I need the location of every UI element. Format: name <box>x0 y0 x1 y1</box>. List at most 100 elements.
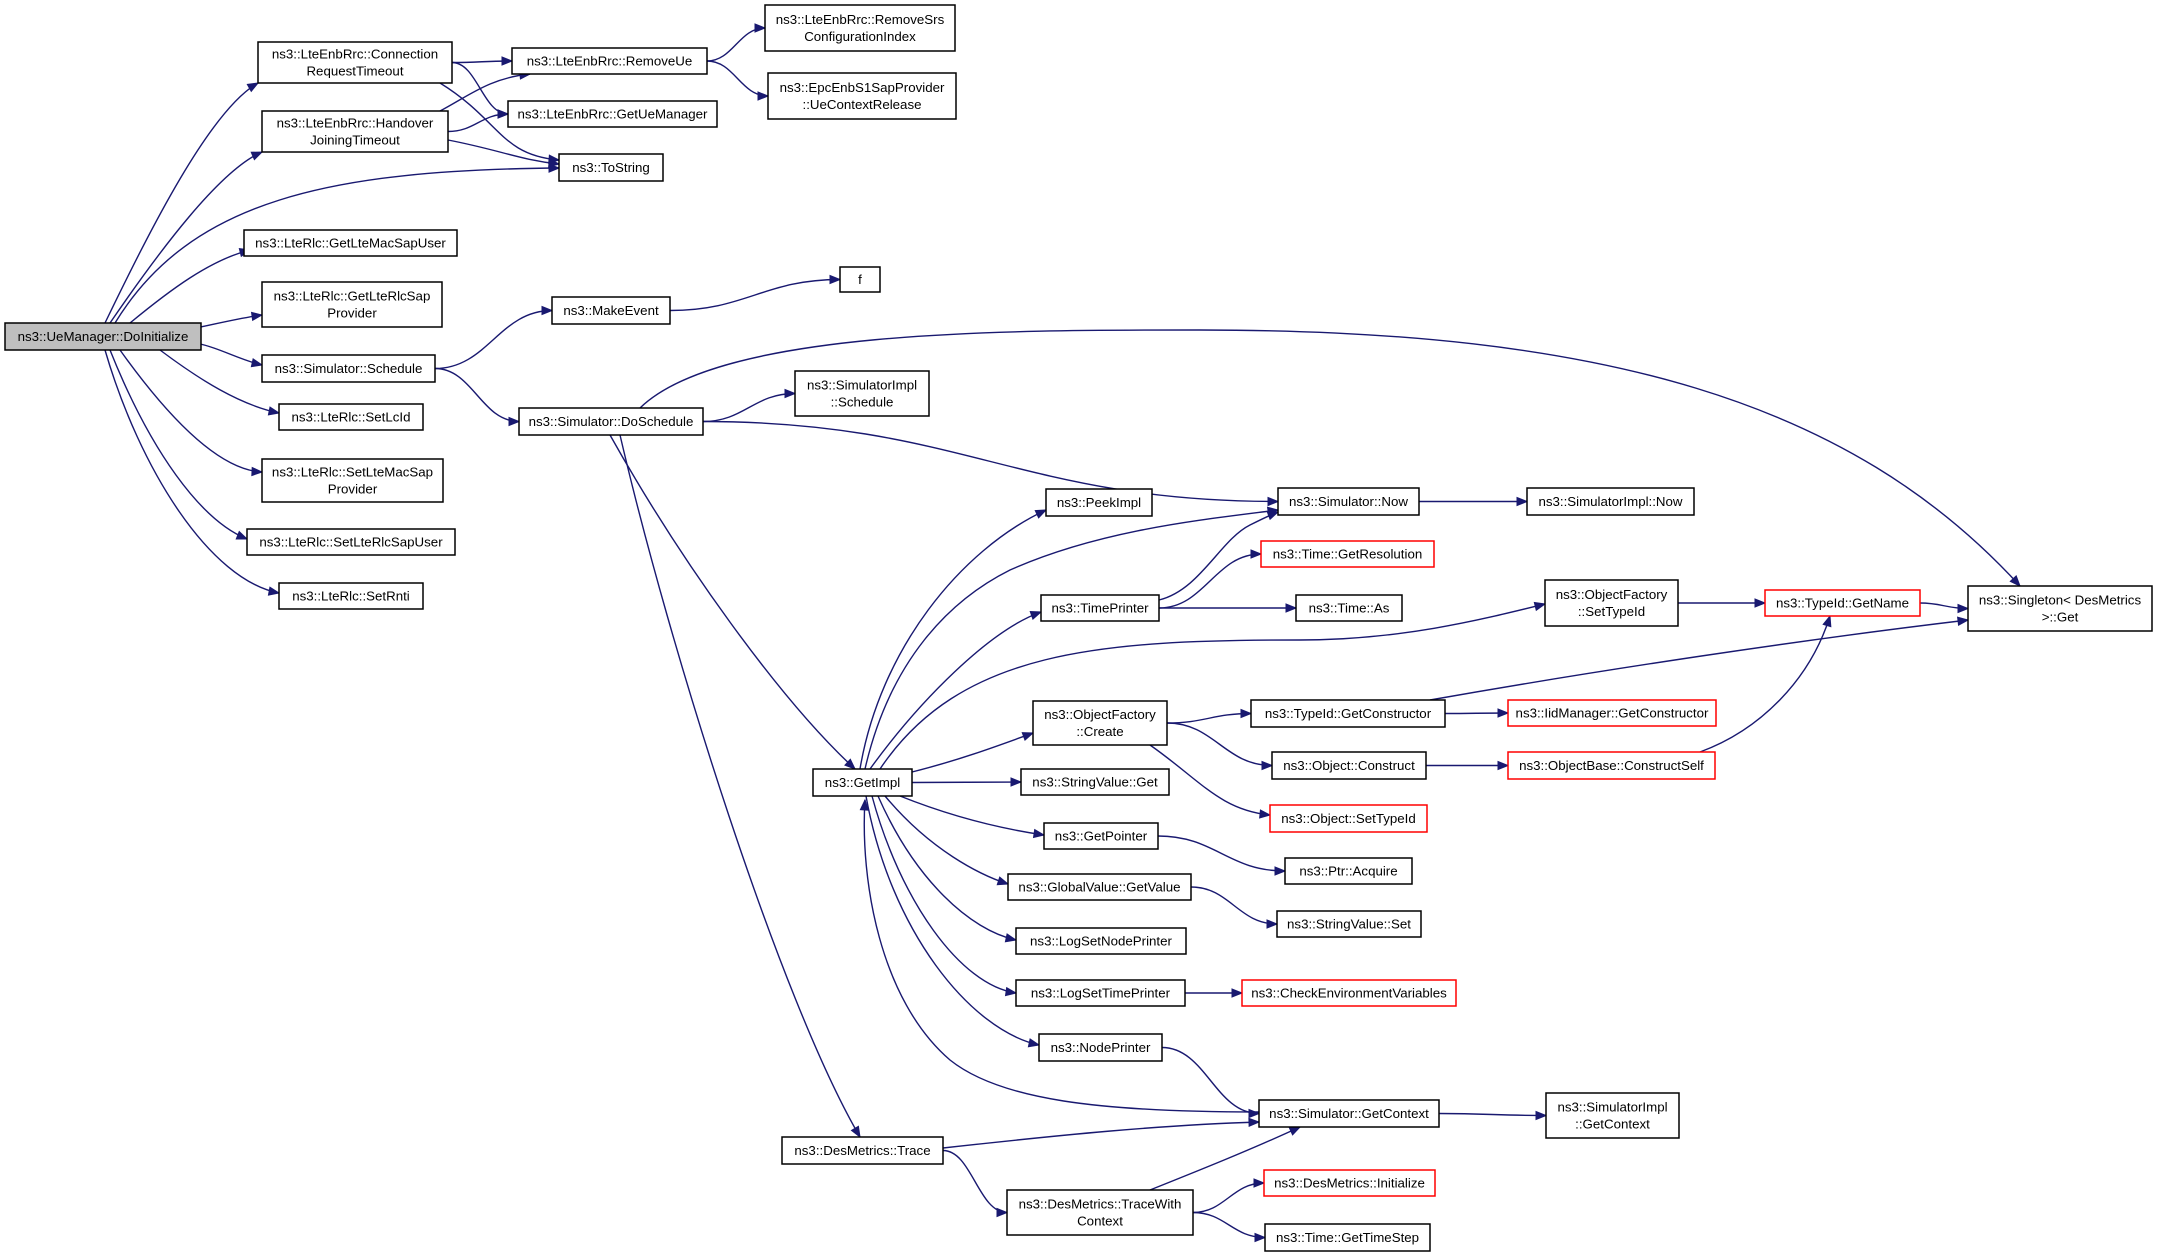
node-label: Provider <box>328 482 378 497</box>
node-box <box>1040 594 1160 622</box>
arrowhead-getimpl-to-logtimeprinter <box>1004 986 1018 997</box>
edge-doschedule-to-getimpl <box>609 434 856 770</box>
node-label: Context <box>1077 1214 1123 1229</box>
node-singleton[interactable]: ns3::Singleton< DesMetrics>::Get <box>1967 585 2153 632</box>
node-f[interactable]: f <box>839 266 881 293</box>
node-box <box>1043 822 1159 850</box>
node-objsettypeid[interactable]: ns3::Object::SetTypeId <box>1269 804 1428 833</box>
edge-getimpl-to-strvalget <box>911 781 1022 784</box>
arrowhead-doschedule-to-implschedule <box>784 388 797 399</box>
node-tostring[interactable]: ns3::ToString <box>558 153 664 182</box>
arrowhead-dmtracectx-to-getcontext <box>1288 1126 1302 1136</box>
node-lognodeprinter[interactable]: ns3::LogSetNodePrinter <box>1015 927 1187 955</box>
node-ofcreate[interactable]: ns3::ObjectFactory::Create <box>1032 700 1168 746</box>
node-peekimpl[interactable]: ns3::PeekImpl <box>1045 488 1153 517</box>
node-doschedule[interactable]: ns3::Simulator::DoSchedule <box>518 407 704 436</box>
node-nodeprinter[interactable]: ns3::NodePrinter <box>1038 1033 1163 1062</box>
node-getpointer[interactable]: ns3::GetPointer <box>1043 822 1159 850</box>
edge-doinit-to-setmacsap <box>119 349 263 473</box>
node-label: ns3::DesMetrics::Trace <box>794 1143 930 1158</box>
edge-getimpl-to-timeprinter <box>869 611 1042 770</box>
node-label: ns3::LteEnbRrc::RemoveUe <box>527 54 693 69</box>
node-label: ns3::ObjectFactory <box>1556 587 1668 602</box>
node-gvgetvalue[interactable]: ns3::GlobalValue::GetValue <box>1007 873 1192 901</box>
edge-getcontext-to-implgetcontext <box>1438 1112 1547 1117</box>
node-schedule[interactable]: ns3::Simulator::Schedule <box>261 354 436 383</box>
node-uectxrel[interactable]: ns3::EpcEnbS1SapProvider::UeContextRelea… <box>767 72 957 120</box>
node-label: ns3::Simulator::Now <box>1289 494 1408 509</box>
node-label: ns3::LteRlc::GetLteRlcSap <box>274 289 431 304</box>
arrowhead-dmtracectx-to-dminit <box>1253 1178 1266 1188</box>
node-implnow[interactable]: ns3::SimulatorImpl::Now <box>1526 487 1695 516</box>
node-box <box>257 41 453 84</box>
node-typeidgetname[interactable]: ns3::TypeId::GetName <box>1764 589 1921 617</box>
node-removesrs[interactable]: ns3::LteEnbRrc::RemoveSrsConfigurationIn… <box>764 4 956 52</box>
node-label: ns3::LteEnbRrc::RemoveSrs <box>776 12 945 27</box>
node-box <box>261 110 449 153</box>
node-iidgetctor[interactable]: ns3::IidManager::GetConstructor <box>1507 699 1717 727</box>
node-getmacsap[interactable]: ns3::LteRlc::GetLteMacSapUser <box>243 229 458 257</box>
arrowhead-typeidgetctor-to-iidgetctor <box>1497 708 1510 718</box>
node-timeas[interactable]: ns3::Time::As <box>1295 594 1403 622</box>
node-logtimeprinter[interactable]: ns3::LogSetTimePrinter <box>1015 979 1186 1007</box>
node-getuemgr[interactable]: ns3::LteEnbRrc::GetUeManager <box>507 100 718 128</box>
node-label: ns3::Time::As <box>1309 601 1390 616</box>
arrowhead-getimpl-to-strvalget <box>1010 777 1023 787</box>
node-dminit[interactable]: ns3::DesMetrics::Initialize <box>1263 1169 1436 1197</box>
node-doinit[interactable]: ns3::UeManager::DoInitialize <box>4 322 202 351</box>
node-box <box>1032 700 1168 746</box>
node-label: ns3::DesMetrics::Initialize <box>1274 1176 1425 1191</box>
node-box <box>507 100 718 128</box>
arrowhead-getimpl-to-peekimpl <box>1034 509 1048 519</box>
node-dmtrace[interactable]: ns3::DesMetrics::Trace <box>781 1136 944 1165</box>
node-strvalset[interactable]: ns3::StringValue::Set <box>1276 910 1422 938</box>
arrowhead-getimpl-to-lognodeprinter <box>1004 933 1018 943</box>
node-label: ns3::LteRlc::SetRnti <box>292 589 410 604</box>
node-checkenv[interactable]: ns3::CheckEnvironmentVariables <box>1241 979 1457 1007</box>
node-getresolution[interactable]: ns3::Time::GetResolution <box>1260 540 1435 568</box>
arrowhead-dmtrace-to-getcontext <box>1248 1117 1261 1128</box>
edge-getimpl-to-peekimpl <box>859 509 1047 770</box>
node-box <box>243 229 458 257</box>
node-objconstruct[interactable]: ns3::Object::Construct <box>1271 751 1427 780</box>
node-gettimestep[interactable]: ns3::Time::GetTimeStep <box>1264 1223 1431 1252</box>
node-setrlcsapuser[interactable]: ns3::LteRlc::SetLteRlcSapUser <box>246 528 456 556</box>
node-ptracquire[interactable]: ns3::Ptr::Acquire <box>1284 857 1413 885</box>
node-makeevent[interactable]: ns3::MakeEvent <box>551 296 671 325</box>
node-label: ns3::LogSetTimePrinter <box>1031 986 1171 1001</box>
node-getcontext[interactable]: ns3::Simulator::GetContext <box>1258 1099 1440 1128</box>
edge-doinit-to-setlcid <box>159 349 280 414</box>
node-box <box>1276 910 1422 938</box>
node-box <box>1544 579 1679 627</box>
node-box <box>1507 751 1716 780</box>
node-label: ns3::LteEnbRrc::Handover <box>277 116 434 131</box>
edge-timeprinter-to-simnow <box>1158 511 1279 601</box>
node-getimpl[interactable]: ns3::GetImpl <box>812 768 913 797</box>
arrowhead-typeidgetctor-to-singleton <box>1957 616 1970 626</box>
node-label: ConfigurationIndex <box>804 29 916 44</box>
node-typeidgetctor[interactable]: ns3::TypeId::GetConstructor <box>1250 699 1446 728</box>
node-simnow[interactable]: ns3::Simulator::Now <box>1277 487 1420 516</box>
node-label: ns3::Time::GetTimeStep <box>1276 1230 1419 1245</box>
node-label: ns3::DesMetrics::TraceWith <box>1019 1197 1182 1212</box>
node-constructself[interactable]: ns3::ObjectBase::ConstructSelf <box>1507 751 1716 780</box>
node-removeue[interactable]: ns3::LteEnbRrc::RemoveUe <box>511 47 708 75</box>
node-implgetcontext[interactable]: ns3::SimulatorImpl::GetContext <box>1545 1092 1680 1139</box>
node-setlcid[interactable]: ns3::LteRlc::SetLcId <box>278 403 424 431</box>
node-ofsettypeid[interactable]: ns3::ObjectFactory::SetTypeId <box>1544 579 1679 627</box>
node-setrnti[interactable]: ns3::LteRlc::SetRnti <box>278 582 424 610</box>
arrowhead-objconstruct-to-constructself <box>1497 760 1510 771</box>
node-implschedule[interactable]: ns3::SimulatorImpl::Schedule <box>794 370 930 417</box>
edge-ofcreate-to-objsettypeid <box>1149 744 1271 816</box>
node-timeprinter[interactable]: ns3::TimePrinter <box>1040 594 1160 622</box>
arrowhead-nodeprinter-to-getcontext <box>1248 1108 1261 1119</box>
arrowhead-getimpl-to-gvgetvalue <box>996 876 1010 886</box>
node-label: ns3::Simulator::GetContext <box>1269 1106 1429 1121</box>
node-strvalget[interactable]: ns3::StringValue::Get <box>1020 768 1170 796</box>
